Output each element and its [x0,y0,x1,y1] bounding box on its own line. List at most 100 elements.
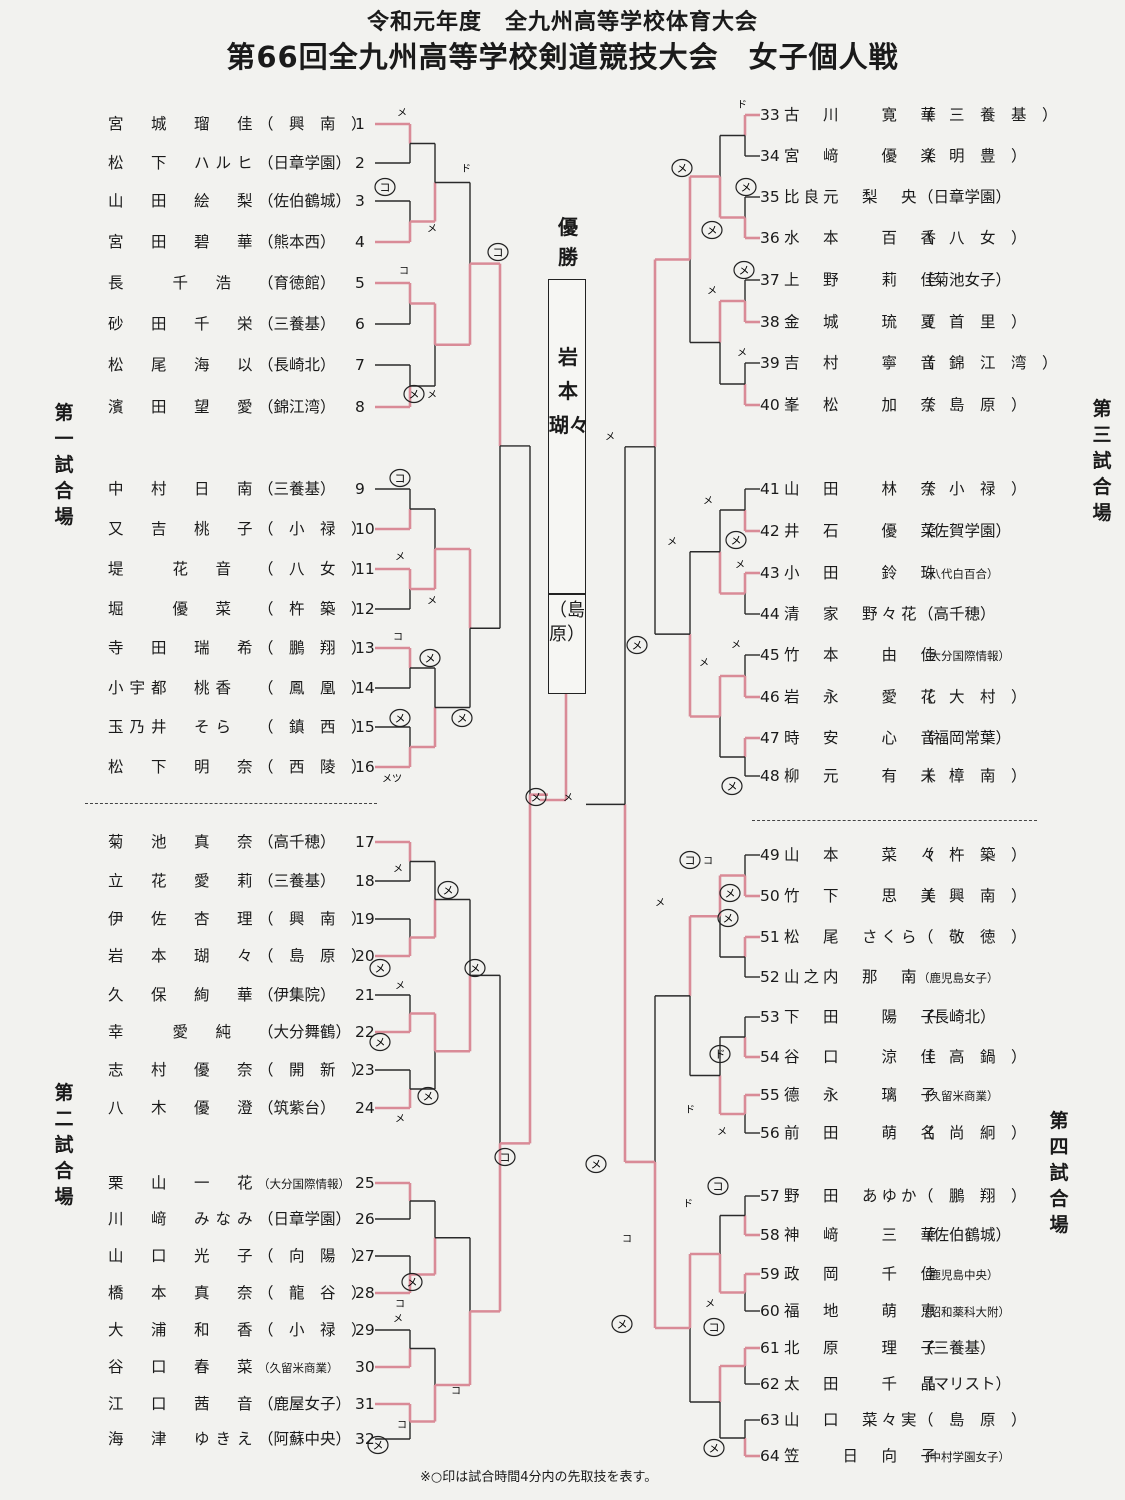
mark-label: メ [739,264,750,277]
section-divider-right [752,820,1037,821]
mark-label: メ [737,348,747,359]
seed-number: 61 [760,1339,780,1357]
entry-name: 宮 田 碧 華 [108,233,259,251]
champion-name: 岩本 瑚々 [549,345,598,437]
score-mark: メ [393,1314,403,1325]
seed-number: 13 [355,639,375,657]
entry-name: 峯 松 加 奈 [784,396,941,414]
mark-label: メ [735,560,745,571]
mark-label: メ [409,388,420,401]
entry-name: 濱 田 望 愛 [108,398,259,416]
entry-school: （ 首 里 ） [918,313,1027,331]
mark-label: メツ [382,774,402,785]
entry-school: （ 杵 築 ） [258,600,367,618]
entry-school: （阿蘇中央） [258,1430,352,1448]
entry-name: 山之内 那 南 [784,968,921,986]
entry-school: （大分国際情報） [258,1177,350,1191]
score-mark: メ [735,177,757,197]
tournament-title: 第66回全九州高等学校剣道競技大会 女子個人戦 [226,40,899,74]
champion-box: 岩本 瑚々 [548,279,598,594]
entry-name: 松 下 明 奈 [108,758,259,776]
entry-name: 菊 池 真 奈 [108,833,259,851]
entry-school: （日章学園） [258,1210,352,1228]
first-point-circle [451,708,473,728]
entry-school: （長崎北） [258,356,336,374]
entry-row: 江 口 茜 音（鹿屋女子） [108,1394,351,1414]
mark-label: コ [622,1234,632,1245]
entry-school: （鹿屋女子） [258,1395,352,1413]
mark-label: メ [707,224,718,237]
entry-name: 松 下 ハルヒ [108,154,259,172]
mark-label: コ [493,246,504,259]
entry-row: 堤 花 音（ 八 女 ） [108,559,367,579]
entry-school: （ 興 南 ） [918,887,1027,905]
section-divider-left [85,803,377,804]
entry-school: （高千穂） [918,605,996,623]
mark-label: コ [703,856,713,867]
score-mark: コ [374,177,396,197]
score-mark: メ [395,1114,405,1125]
first-point-circle [671,158,693,178]
mark-label: メ [677,162,688,175]
entry-school: （ 鵬 翔 ） [918,1187,1027,1205]
first-point-circle [585,1154,607,1174]
mark-label: メ [375,962,386,975]
seed-number: 54 [760,1048,780,1066]
entry-school: （ 鵬 翔 ） [258,639,367,657]
entry-school: （中村学園女子） [918,1450,1010,1464]
mark-label: メ [717,1127,727,1138]
entry-school: （日章学園） [258,154,352,172]
entry-row: 前 田 萌 名（ 尚 絅 ） [784,1123,1027,1143]
score-mark: メ [395,552,405,563]
entry-name: 山 田 絵 梨 [108,192,259,210]
score-mark: メ [719,883,741,903]
entry-row: 井 石 優 菜（佐賀学園） [784,521,1011,541]
venue-label-3: 第三試合場 [1092,398,1112,524]
score-mark: メ [427,224,437,235]
score-mark: メ [725,530,747,550]
entry-row: 又 吉 桃 子（ 小 禄 ） [108,519,367,539]
entry-school: （鹿児島中央） [918,1268,999,1282]
entry-name: 玉乃井 そら [108,718,238,736]
seed-number: 43 [760,564,780,582]
score-mark: メ [403,384,425,404]
seed-number: 3 [355,192,365,210]
mark-label: メ [727,780,738,793]
seed-number: 38 [760,313,780,331]
mark-label: メ [563,793,573,804]
entry-name: 山 口 光 子 [108,1247,259,1265]
score-mark: メ [525,787,547,807]
entry-name: 長 千 浩 [108,274,238,292]
seed-number: 33 [760,106,780,124]
first-point-circle [707,1176,729,1196]
entry-row: 志 村 優 奈（ 開 新 ） [108,1060,367,1080]
entry-name: 金 城 琉 夏 [784,313,941,331]
seed-number: 50 [760,887,780,905]
entry-school: （ 小 禄 ） [258,520,367,538]
mark-label: メ [393,864,403,875]
entry-school: （佐賀学園） [918,522,1012,540]
entry-school: （ 大 村 ） [918,688,1027,706]
entry-name: 德 永 璃 子 [784,1086,941,1104]
entry-row: 太 田 千 晶（マリスト） [784,1374,1011,1394]
entry-name: 宮 﨑 優 楽 [784,147,941,165]
entry-name: 太 田 千 晶 [784,1375,941,1393]
seed-number: 34 [760,147,780,165]
seed-number: 60 [760,1302,780,1320]
entry-row: 福 地 萌 恵（昭和薬科大附） [784,1301,1010,1322]
entry-school: （ 向 陽 ） [258,1247,367,1265]
mark-label: メ [632,639,643,652]
seed-number: 16 [355,758,375,776]
seed-number: 51 [760,928,780,946]
score-mark: メ [671,158,693,178]
seed-number: 49 [760,846,780,864]
entry-name: 川 﨑 みなみ [108,1210,259,1228]
score-mark: メ [703,1438,725,1458]
entry-name: 山 口 菜々実 [784,1411,921,1429]
entry-row: 上 野 莉 佳（菊池女子） [784,270,1011,290]
score-mark: メ [717,1127,727,1138]
entry-school: （三養基） [258,872,336,890]
score-mark: メ [369,1032,391,1052]
entry-row: 寺 田 瑞 希（ 鵬 翔 ） [108,638,367,658]
